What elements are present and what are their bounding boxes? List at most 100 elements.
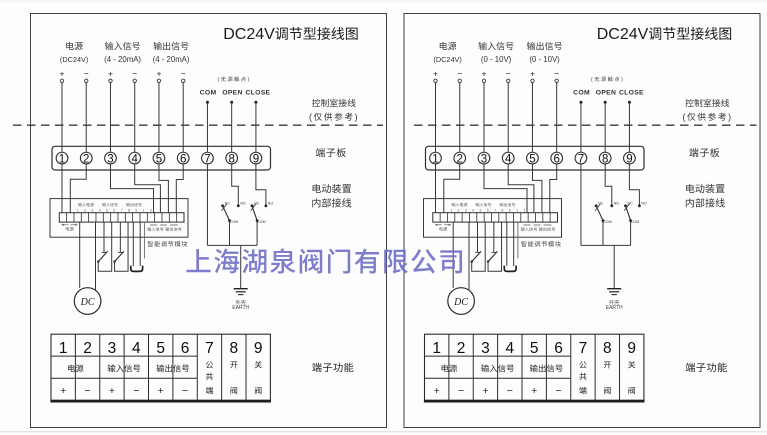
svg-text:−: − [84, 69, 89, 79]
svg-text:(DC24V): (DC24V) [433, 55, 461, 64]
svg-text:3: 3 [481, 153, 487, 165]
svg-text:1: 1 [59, 153, 65, 165]
svg-text:+: + [433, 69, 438, 79]
svg-text:8: 8 [128, 208, 130, 212]
svg-text:NO: NO [268, 202, 274, 206]
svg-text:NC: NC [598, 202, 604, 206]
svg-text:7: 7 [205, 340, 214, 357]
svg-text:2: 2 [458, 208, 460, 212]
svg-text:6: 6 [553, 153, 559, 165]
svg-text:(4 - 20mA): (4 - 20mA) [104, 55, 141, 64]
svg-text:): ) [247, 77, 250, 83]
svg-text:5: 5 [156, 340, 165, 357]
svg-text:): ) [621, 77, 624, 83]
svg-text:DC: DC [453, 297, 468, 308]
svg-text:7: 7 [204, 153, 210, 165]
svg-text:−: − [556, 385, 562, 397]
svg-text:NC: NC [225, 202, 231, 206]
svg-text:2: 2 [84, 208, 86, 212]
svg-text:9: 9 [627, 340, 636, 357]
svg-text:COM: COM [603, 220, 611, 224]
svg-text:1: 1 [59, 340, 68, 357]
svg-text:8: 8 [603, 340, 612, 357]
svg-text:9: 9 [626, 153, 632, 165]
svg-text:5: 5 [529, 153, 535, 165]
svg-text:EARTH: EARTH [232, 305, 249, 311]
svg-text:2: 2 [150, 208, 152, 212]
svg-text:1: 1 [432, 340, 441, 357]
svg-text:2: 2 [457, 340, 466, 357]
svg-text:OPEN: OPEN [596, 90, 616, 97]
svg-text:+: + [531, 385, 537, 397]
svg-text:COM: COM [573, 90, 590, 97]
svg-text:COM: COM [200, 90, 217, 97]
svg-text:4: 4 [132, 153, 139, 165]
svg-text:4: 4 [506, 340, 515, 357]
svg-text:−: − [507, 385, 513, 397]
svg-text:3: 3 [91, 208, 93, 212]
svg-text:(0 - 10V): (0 - 10V) [481, 55, 512, 64]
svg-text:3: 3 [465, 208, 467, 212]
svg-text:3: 3 [481, 340, 490, 357]
svg-text:6: 6 [181, 340, 190, 357]
svg-text:−: − [457, 69, 462, 79]
svg-text:+: + [60, 385, 66, 397]
svg-text:+: + [109, 385, 115, 397]
svg-text:−: − [506, 69, 511, 79]
svg-text:9: 9 [253, 153, 259, 165]
svg-text:(: ( [591, 77, 594, 83]
svg-text:5: 5 [480, 208, 482, 212]
svg-text:8: 8 [502, 208, 504, 212]
svg-text:−: − [554, 69, 559, 79]
svg-text:NO: NO [614, 202, 620, 206]
svg-text:−: − [84, 385, 90, 397]
svg-text:NC: NC [627, 202, 633, 206]
svg-text:): ) [728, 112, 732, 122]
svg-text:9: 9 [254, 340, 263, 357]
svg-text:(0 - 10V): (0 - 10V) [529, 55, 560, 64]
svg-text:2: 2 [83, 153, 89, 165]
svg-text:CLOSE: CLOSE [619, 90, 644, 97]
svg-text:6: 6 [113, 208, 115, 212]
svg-text:−: − [182, 385, 188, 397]
svg-text:COM: COM [257, 220, 265, 224]
svg-text:1: 1 [432, 153, 438, 165]
svg-text:+: + [108, 69, 113, 79]
svg-text:COM: COM [631, 220, 639, 224]
svg-text:DC24V: DC24V [597, 26, 649, 43]
svg-text:DC24V: DC24V [223, 26, 275, 43]
svg-text:EARTH: EARTH [606, 305, 623, 311]
svg-text:7: 7 [121, 208, 123, 212]
svg-text:9: 9 [509, 208, 511, 212]
svg-text:+: + [434, 385, 440, 397]
svg-text:1: 1 [450, 208, 452, 212]
svg-text:NO: NO [641, 202, 647, 206]
svg-text:+: + [60, 69, 65, 79]
svg-text:3: 3 [108, 340, 117, 357]
svg-text:8: 8 [230, 340, 239, 357]
svg-text:5: 5 [106, 208, 108, 212]
svg-text:(DC24V): (DC24V) [60, 55, 88, 64]
svg-text:DC: DC [80, 297, 95, 308]
svg-text:4: 4 [505, 153, 512, 165]
svg-text:NO: NO [240, 202, 246, 206]
svg-text:−: − [458, 385, 464, 397]
svg-text:7: 7 [578, 153, 584, 165]
svg-text:+: + [481, 69, 486, 79]
svg-text:NC: NC [254, 202, 260, 206]
svg-text:1: 1 [143, 208, 145, 212]
svg-text:8: 8 [228, 153, 234, 165]
svg-text:−: − [132, 69, 137, 79]
svg-text:4: 4 [472, 208, 474, 212]
svg-text:CLOSE: CLOSE [245, 90, 270, 97]
svg-text:2: 2 [457, 153, 463, 165]
svg-text:4: 4 [132, 340, 141, 357]
svg-text:2: 2 [83, 340, 92, 357]
svg-text:+: + [530, 69, 535, 79]
svg-text:(4 - 20mA): (4 - 20mA) [153, 55, 190, 64]
svg-text:(: ( [309, 112, 313, 122]
svg-text:−: − [181, 69, 186, 79]
svg-text:6: 6 [180, 153, 186, 165]
svg-text:1: 1 [77, 208, 79, 212]
svg-text:5: 5 [156, 153, 162, 165]
